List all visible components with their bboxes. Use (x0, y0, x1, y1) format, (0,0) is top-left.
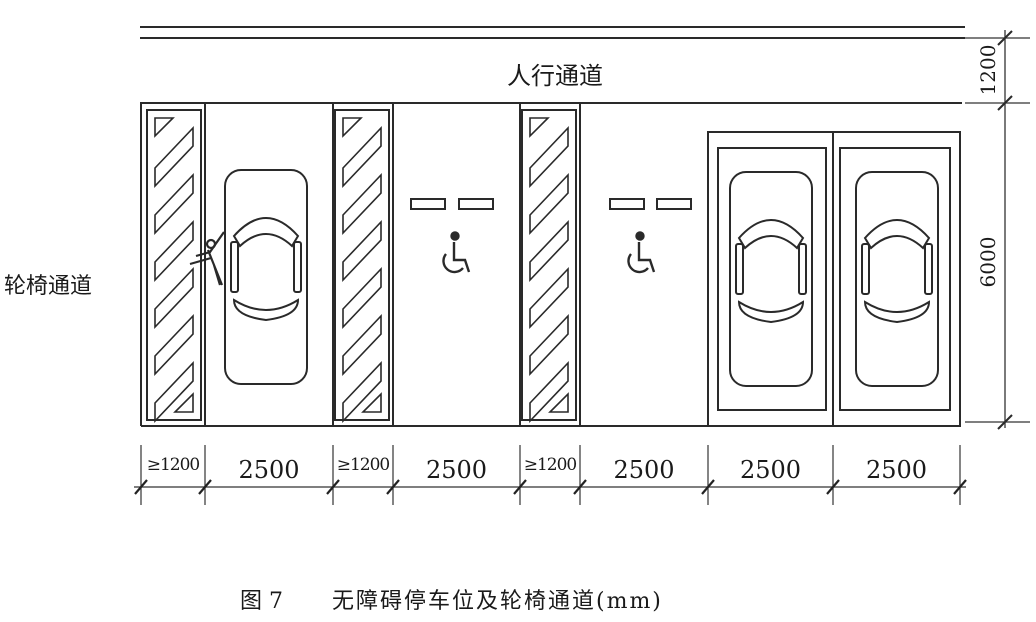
dimension-label: ≥1200 (524, 455, 577, 475)
figure-caption: 无障碍停车位及轮椅通道(mm) (332, 589, 663, 614)
bay-inner-outline (717, 147, 827, 411)
hatch-stripe (154, 172, 194, 236)
hatch-stripe (154, 219, 194, 283)
wheelchair-icon (627, 231, 656, 274)
bay-marking-dash (410, 198, 446, 210)
dimension-tick (826, 479, 840, 495)
dimension-label: 2500 (238, 456, 299, 484)
hatch-stripe (529, 313, 569, 377)
dimension-label: 2500 (613, 456, 674, 484)
dimension-label: 2500 (426, 456, 487, 484)
dimension-label: ≥1200 (147, 455, 200, 475)
hatch-stripe (173, 392, 194, 413)
dimension-label: 2500 (866, 456, 927, 484)
wheelchair-passage-label: 轮椅通道 (4, 274, 92, 299)
hatch-stripe (154, 125, 194, 189)
hatch-stripe (529, 125, 569, 189)
right-dimension: 1200 6000 (965, 30, 1030, 430)
hatch-stripe (342, 219, 382, 283)
car-icon (729, 171, 813, 387)
dimension-label: 2500 (740, 456, 801, 484)
hatch-stripe (154, 117, 175, 138)
dimension-tick (701, 479, 715, 495)
bay-length-dimension: 6000 (976, 237, 1000, 288)
dimension-tick (573, 479, 587, 495)
dimension-tick (134, 479, 148, 495)
bay-marking-dash (656, 198, 692, 210)
hatched-strip (521, 109, 577, 424)
dimension-tick (198, 479, 212, 495)
hatch-stripe (342, 266, 382, 330)
walkway-width-dimension: 1200 (976, 45, 1000, 96)
hatch-stripe (529, 117, 550, 138)
hatch-stripe (529, 360, 569, 424)
parking-area (140, 103, 961, 427)
car-icon (224, 169, 308, 385)
hatch-stripe (342, 313, 382, 377)
hatch-stripe (154, 313, 194, 377)
dimension-label: ≥1200 (337, 455, 390, 475)
bay-inner-outline (839, 147, 951, 411)
wheelchair-icon (442, 231, 471, 274)
dimension-tick (953, 479, 967, 495)
hatched-strip (334, 109, 390, 424)
hatched-strip (146, 109, 202, 424)
hatch-stripe (529, 219, 569, 283)
bay-marking-dash (458, 198, 494, 210)
hatch-stripe (529, 266, 569, 330)
dimension-tick (513, 479, 527, 495)
dimension-tick (326, 479, 340, 495)
bay-marking-dash (609, 198, 645, 210)
hatch-stripe (342, 125, 382, 189)
hatch-stripe (361, 392, 382, 413)
bottom-dimensions: ≥1200 2500 ≥1200 2500 ≥1200 2500 2500 2500 (134, 445, 967, 505)
hatch-stripe (154, 266, 194, 330)
hatch-stripe (342, 117, 363, 138)
hatch-stripe (529, 172, 569, 236)
figure-number: 图 7 (240, 589, 283, 614)
hatch-stripe (342, 172, 382, 236)
pedestrian-walkway-label: 人行通道 (507, 62, 603, 90)
hatch-stripe (154, 360, 194, 424)
dimension-tick (386, 479, 400, 495)
hatch-stripe (342, 360, 382, 424)
hatch-stripe (548, 392, 569, 413)
car-icon (855, 171, 939, 387)
person-icon (189, 231, 225, 286)
